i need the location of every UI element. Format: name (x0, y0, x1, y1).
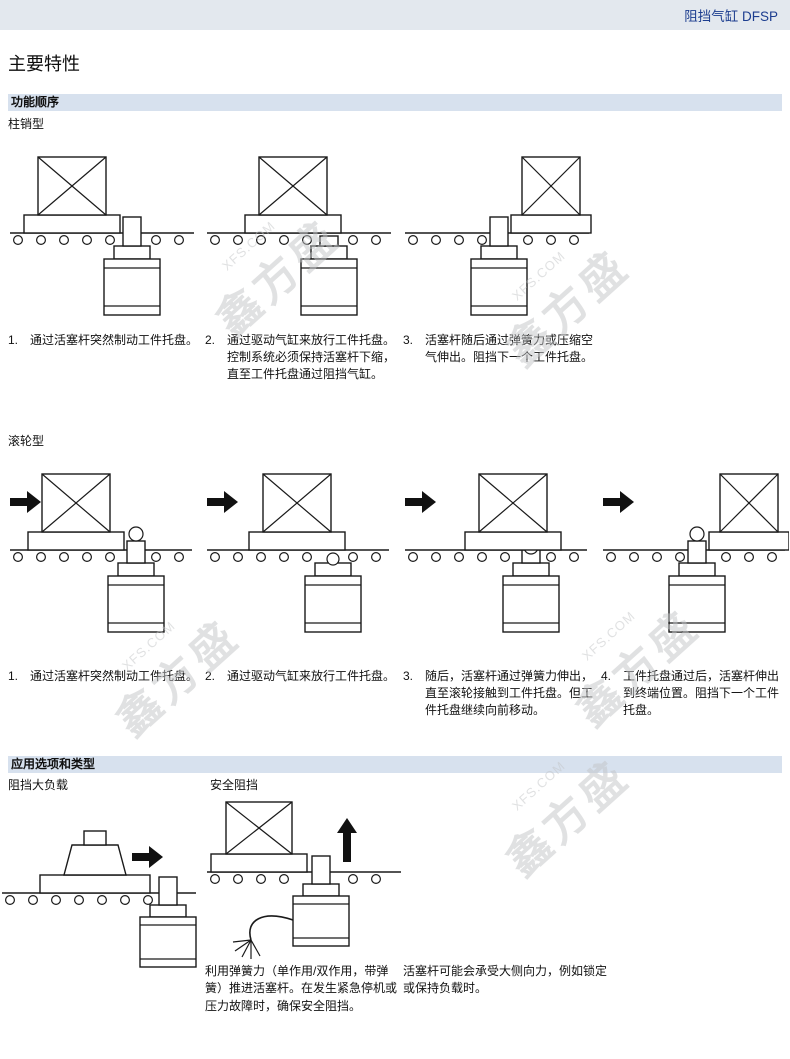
note-spring-force: 利用弹簧力（单作用/双作用，带弹簧）推进活塞杆。在发生紧急停机或压力故障时，确保… (205, 964, 398, 1013)
step-text: 随后，活塞杆通过弹簧力伸出，直至滚轮接触到工件托盘。但工件托盘继续向前移动。 (425, 669, 594, 718)
step-text: 工件托盘通过后，活塞杆伸出到终端位置。阻挡下一个工件托盘。 (623, 669, 780, 718)
step-text: 活塞杆随后通过弹簧力或压缩空气伸出。阻挡下一个工件托盘。 (425, 333, 594, 365)
label-heavy-load: 阻挡大负载 (8, 778, 69, 792)
step-text: 通过驱动气缸来放行工件托盘。 控制系统必须保持活塞杆下缩，直至工件托盘通过阻挡气… (227, 333, 396, 382)
diagram-roller-step-1 (8, 450, 196, 650)
step-number: 1. (8, 333, 19, 347)
step-number: 2. (205, 669, 216, 683)
diagram-roller-step-3 (403, 450, 591, 650)
diagram-roller-step-2 (205, 450, 393, 650)
caption-pin-step-3: 3. 活塞杆随后通过弹簧力或压缩空气伸出。阻挡下一个工件托盘。 (403, 332, 595, 366)
caption-roller-step-2: 2. 通过驱动气缸来放行工件托盘。 (205, 668, 395, 685)
subsection-label-pin-type: 柱销型 (8, 117, 45, 131)
step-number: 1. (8, 669, 19, 683)
diagram-pin-step-3 (403, 133, 593, 323)
caption-pin-step-2: 2. 通过驱动气缸来放行工件托盘。 控制系统必须保持活塞杆下缩，直至工件托盘通过… (205, 332, 397, 383)
diagram-heavy-load (0, 795, 200, 970)
caption-roller-step-3: 3. 随后，活塞杆通过弹簧力伸出，直至滚轮接触到工件托盘。但工件托盘继续向前移动… (403, 668, 593, 719)
header-bar: 阻挡气缸 DFSP (0, 0, 790, 30)
document-title: 阻挡气缸 DFSP (684, 9, 778, 24)
step-number: 3. (403, 333, 414, 347)
diagram-pin-step-1 (8, 133, 198, 323)
caption-roller-step-1: 1. 通过活塞杆突然制动工件托盘。 (8, 668, 198, 685)
subsection-label-roller-type: 滚轮型 (8, 434, 45, 448)
diagram-pin-step-2 (205, 133, 395, 323)
label-safety-stop: 安全阻挡 (210, 778, 259, 792)
step-number: 2. (205, 333, 216, 347)
watermark-brand: XFS.COM (508, 757, 569, 814)
note-side-force: 活塞杆可能会承受大侧向力，例如锁定或保持负载时。 (403, 964, 608, 996)
section-header-applications: 应用选项和类型 (8, 756, 782, 773)
caption-pin-step-1: 1. 通过活塞杆突然制动工件托盘。 (8, 332, 200, 349)
step-text: 通过驱动气缸来放行工件托盘。 (227, 669, 396, 683)
diagram-safety-stop (205, 782, 405, 960)
diagram-roller-step-4 (601, 450, 789, 650)
step-number: 4. (601, 669, 612, 683)
page-title: 主要特性 (8, 54, 80, 74)
watermark: XFS.COM 鑫方盛 (467, 720, 654, 899)
step-text: 通过活塞杆突然制动工件托盘。 (30, 669, 199, 683)
step-text: 通过活塞杆突然制动工件托盘。 (30, 333, 199, 347)
section-header-function-sequence: 功能顺序 (8, 94, 782, 111)
caption-roller-step-4: 4. 工件托盘通过后，活塞杆伸出到终端位置。阻挡下一个工件托盘。 (601, 668, 785, 719)
step-number: 3. (403, 669, 414, 683)
